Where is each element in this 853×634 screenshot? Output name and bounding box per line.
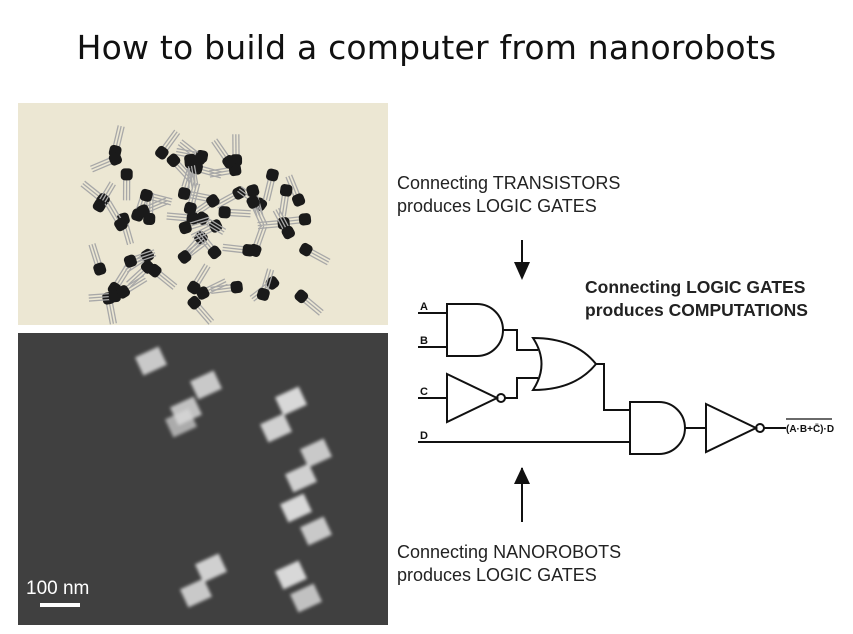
- arrow-down-head: [514, 262, 530, 280]
- nanorobot-blob: [289, 583, 323, 613]
- nanorobot-blob: [194, 553, 228, 583]
- nanorobot-blob: [279, 493, 313, 523]
- and-gate-1: [446, 303, 504, 357]
- transistor: [147, 263, 178, 290]
- nanorobot-blob: [274, 560, 308, 590]
- transistor: [256, 268, 275, 301]
- nanorobot-blob: [164, 408, 198, 438]
- transistors-annotation-line2: produces LOGIC GATES: [397, 196, 597, 216]
- transistor: [218, 206, 251, 219]
- transistor: [222, 243, 255, 257]
- transistor: [183, 182, 201, 215]
- transistor: [92, 181, 116, 213]
- transistor: [184, 153, 199, 187]
- nanorobots-annotation-line2: produces LOGIC GATES: [397, 565, 597, 585]
- transistor: [211, 138, 236, 169]
- logic-circuit-diagram: A B C D (A·B+C̄)·D: [418, 240, 834, 522]
- input-label-c: C: [420, 386, 428, 398]
- and-gate-2: [629, 401, 686, 455]
- transistor: [195, 229, 222, 260]
- nanorobots-annotation-line1: Connecting NANOROBOTS: [397, 542, 622, 562]
- wire-not1-to-or: [505, 377, 538, 399]
- transistor: [187, 263, 211, 295]
- transistor: [246, 195, 268, 228]
- transistor: [139, 188, 173, 206]
- nanorobots-micrograph: [18, 333, 388, 625]
- transistor: [294, 289, 324, 316]
- transistor: [90, 152, 123, 173]
- transistor: [285, 174, 306, 207]
- transistors-photo: [18, 103, 388, 325]
- transistor: [210, 280, 243, 295]
- wire-or-to-and2: [596, 363, 630, 411]
- wire-and1-to-or: [503, 329, 538, 351]
- nanorobot-blob: [274, 386, 308, 416]
- transistor: [272, 207, 295, 240]
- transistor: [88, 243, 107, 276]
- transistor: [120, 168, 133, 201]
- transistor: [178, 216, 212, 235]
- scale-bar: [40, 603, 80, 607]
- transistor: [299, 242, 331, 266]
- transistor: [155, 129, 181, 160]
- logic-gates-annotation: Connecting LOGIC GATES produces COMPUTAT…: [585, 276, 808, 322]
- slide-title: How to build a computer from nanorobots: [76, 28, 777, 67]
- nanorobot-blob: [299, 516, 333, 546]
- transistor: [166, 153, 194, 182]
- not-gate-1: [446, 372, 500, 424]
- transistor: [116, 275, 148, 299]
- transistors-annotation: Connecting TRANSISTORS produces LOGIC GA…: [397, 172, 620, 218]
- input-label-d: D: [420, 430, 428, 442]
- or-gate: [531, 336, 598, 392]
- nanorobots-annotation: Connecting NANOROBOTS produces LOGIC GAT…: [397, 541, 621, 587]
- not-gate-2: [705, 402, 759, 454]
- transistor: [262, 168, 279, 202]
- transistor: [104, 200, 128, 232]
- output-expression: (A·B+C̄)·D: [786, 423, 834, 435]
- logic-gates-annotation-line1: Connecting LOGIC GATES: [585, 277, 806, 297]
- transistor: [196, 278, 228, 300]
- transistor: [177, 238, 208, 264]
- nanorobot-blob: [259, 413, 293, 443]
- logic-gates-annotation-line2: produces COMPUTATIONS: [585, 300, 808, 320]
- nanorobot-blob: [134, 346, 168, 376]
- nanorobot-blob: [189, 370, 223, 400]
- micrograph-image: [134, 346, 333, 613]
- transistor-pile-image: [80, 125, 331, 325]
- arrow-up-head: [514, 467, 530, 484]
- input-label-a: A: [420, 301, 428, 313]
- transistor: [189, 194, 220, 219]
- transistor: [123, 249, 157, 268]
- transistor: [278, 184, 293, 217]
- transistors-annotation-line1: Connecting TRANSISTORS: [397, 173, 621, 193]
- nanorobot-blob: [179, 578, 213, 608]
- scale-label: 100 nm: [26, 578, 90, 599]
- transistor: [187, 295, 215, 325]
- nanorobot-blob: [299, 438, 333, 468]
- input-label-b: B: [420, 335, 428, 347]
- transistor: [214, 186, 246, 209]
- transistor: [177, 187, 211, 203]
- nanorobot-blob: [284, 463, 318, 493]
